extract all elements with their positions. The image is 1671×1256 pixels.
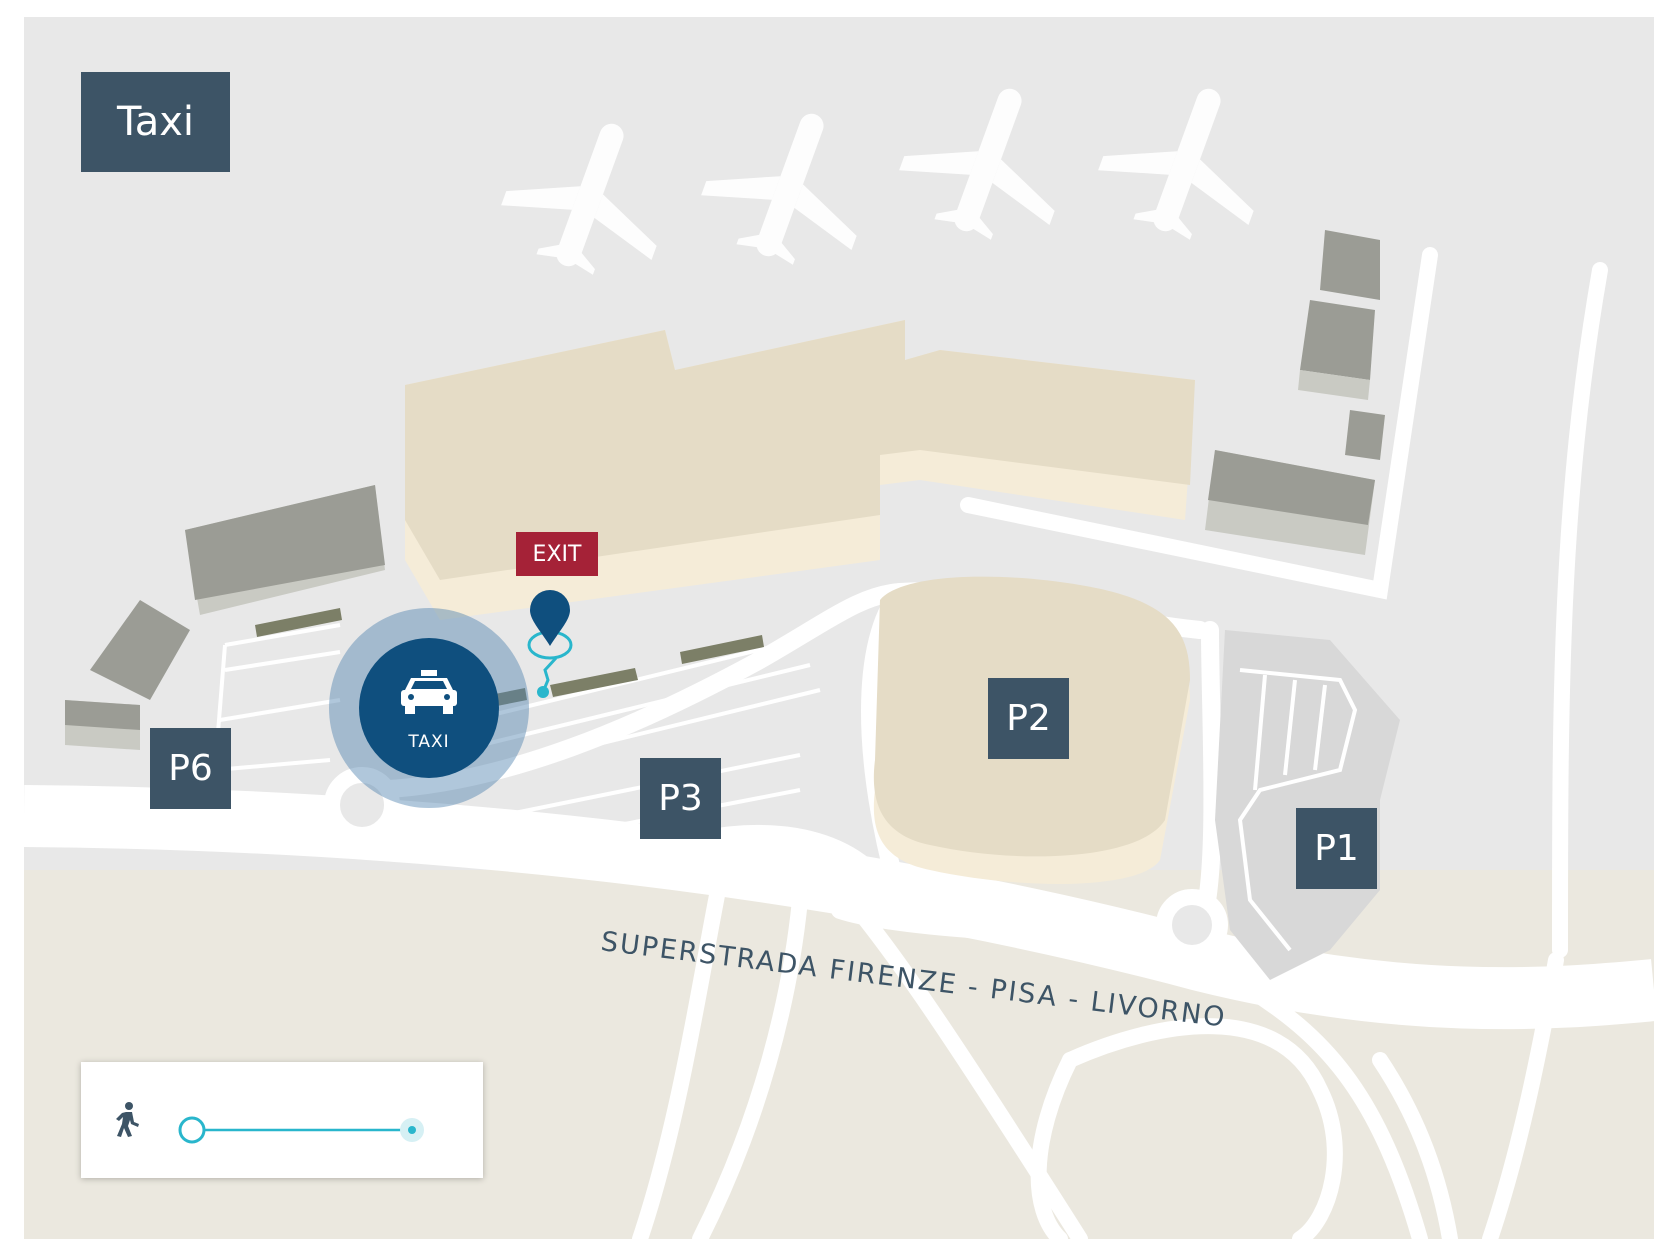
parking-p6-label[interactable]: P6 xyxy=(150,728,231,809)
exit-badge: EXIT xyxy=(516,532,598,576)
location-pin-icon xyxy=(530,590,570,646)
p1-text: P1 xyxy=(1314,828,1359,869)
terminal-building xyxy=(405,320,1195,620)
map-title-text: Taxi xyxy=(116,99,195,145)
taxi-label: TAXI xyxy=(408,732,450,752)
plane-icon xyxy=(701,113,857,265)
roundabout-east xyxy=(1156,889,1228,961)
walking-route-line xyxy=(178,1116,424,1144)
plane-icon xyxy=(899,88,1055,240)
plane-icon xyxy=(1098,88,1254,240)
roundabout-west xyxy=(324,767,400,843)
taxi-marker-inner[interactable]: TAXI xyxy=(359,638,499,778)
p3-text: P3 xyxy=(658,778,703,819)
map-legend xyxy=(81,1062,483,1178)
parking-p2-label[interactable]: P2 xyxy=(988,678,1069,759)
plane-icon xyxy=(501,123,657,275)
walking-person-icon xyxy=(116,1102,139,1137)
route-end-dot xyxy=(537,686,549,698)
parking-p1-label[interactable]: P1 xyxy=(1296,808,1377,889)
shelters xyxy=(255,608,764,707)
taxi-marker[interactable]: TAXI xyxy=(329,608,529,808)
exit-label: EXIT xyxy=(532,541,582,567)
grey-buildings xyxy=(65,230,1385,750)
apron-planes xyxy=(501,88,1254,275)
p2-text: P2 xyxy=(1006,698,1051,739)
taxi-icon xyxy=(401,670,457,714)
map-title: Taxi xyxy=(81,72,230,172)
parking-p3-label[interactable]: P3 xyxy=(640,758,721,839)
p6-text: P6 xyxy=(168,748,213,789)
p1-lot-lines xyxy=(1237,668,1358,952)
